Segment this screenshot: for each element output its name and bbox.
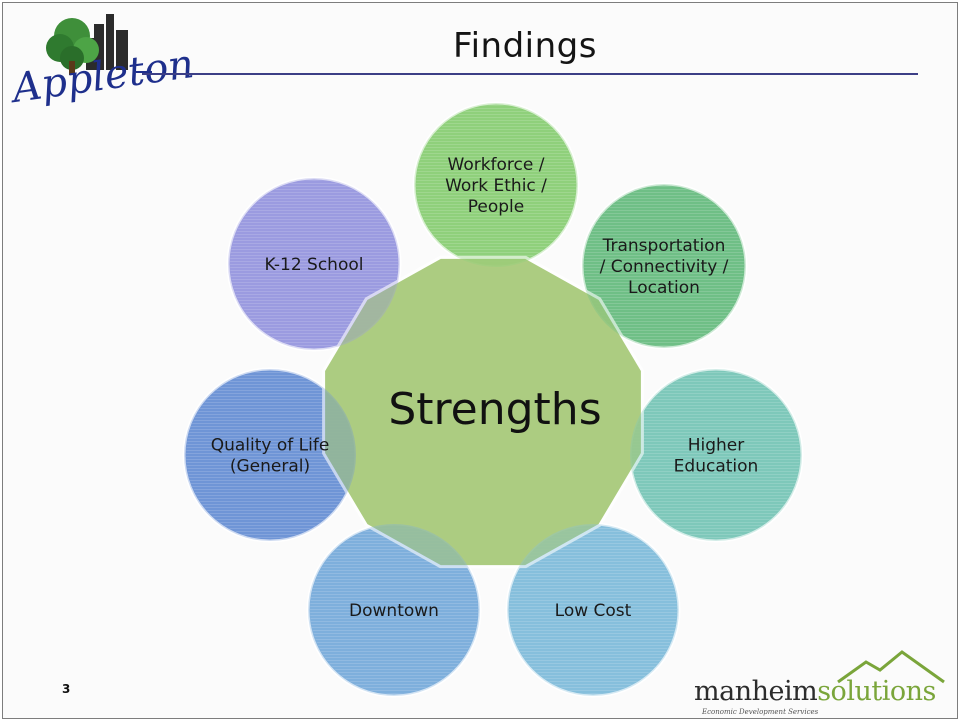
node-transportation <box>580 182 748 350</box>
node-workforce <box>412 101 580 269</box>
node-texture <box>230 180 398 348</box>
node-downtown <box>306 522 482 698</box>
brand-accent: solutions <box>817 676 936 707</box>
node-quality-of-life <box>182 367 358 543</box>
page-title: Findings <box>453 26 597 66</box>
node-k12-school <box>226 176 402 352</box>
appleton-logo: Appleton <box>6 6 197 126</box>
node-label-line: K-12 School <box>265 255 364 275</box>
tree-skyline-icon <box>46 14 152 75</box>
node-texture <box>416 105 576 265</box>
node-overlap <box>308 524 480 696</box>
node-label-line: Workforce / <box>448 155 545 175</box>
node-label-line: Low Cost <box>555 601 632 621</box>
node-overlap <box>507 524 679 696</box>
node-label-line: (General) <box>230 457 310 477</box>
title-divider <box>142 73 918 75</box>
node-overlap <box>414 103 578 267</box>
node-overlap <box>582 184 746 348</box>
center-hexagon <box>322 255 644 569</box>
node-label-line: Transportation <box>602 236 726 256</box>
node-label-line: Work Ethic / <box>445 176 547 196</box>
node-overlap <box>630 369 802 541</box>
mountain-icon <box>837 650 945 684</box>
node-label-line: Location <box>628 278 700 298</box>
node-label-line: People <box>468 197 524 217</box>
brand-logo: manheimsolutions <box>694 676 936 707</box>
node-label-line: Downtown <box>349 601 439 621</box>
node-label-line: Higher <box>688 436 745 456</box>
node-texture <box>509 526 677 694</box>
node-texture <box>584 186 744 346</box>
node-texture <box>310 526 478 694</box>
node-label-line: / Connectivity / <box>600 257 729 277</box>
brand-main: manheim <box>694 676 818 707</box>
node-texture <box>632 371 800 539</box>
center-hub: Strengths <box>322 255 644 569</box>
node-higher-education <box>628 367 804 543</box>
node-overlap <box>184 369 356 541</box>
node-overlap <box>228 178 400 350</box>
page-number: 3 <box>62 682 71 696</box>
node-texture <box>186 371 354 539</box>
node-label-line: Quality of Life <box>211 436 330 456</box>
center-label: Strengths <box>388 384 601 435</box>
node-low-cost <box>505 522 681 698</box>
brand-tagline: Economic Development Services <box>702 708 819 716</box>
node-label-line: Education <box>674 457 759 477</box>
